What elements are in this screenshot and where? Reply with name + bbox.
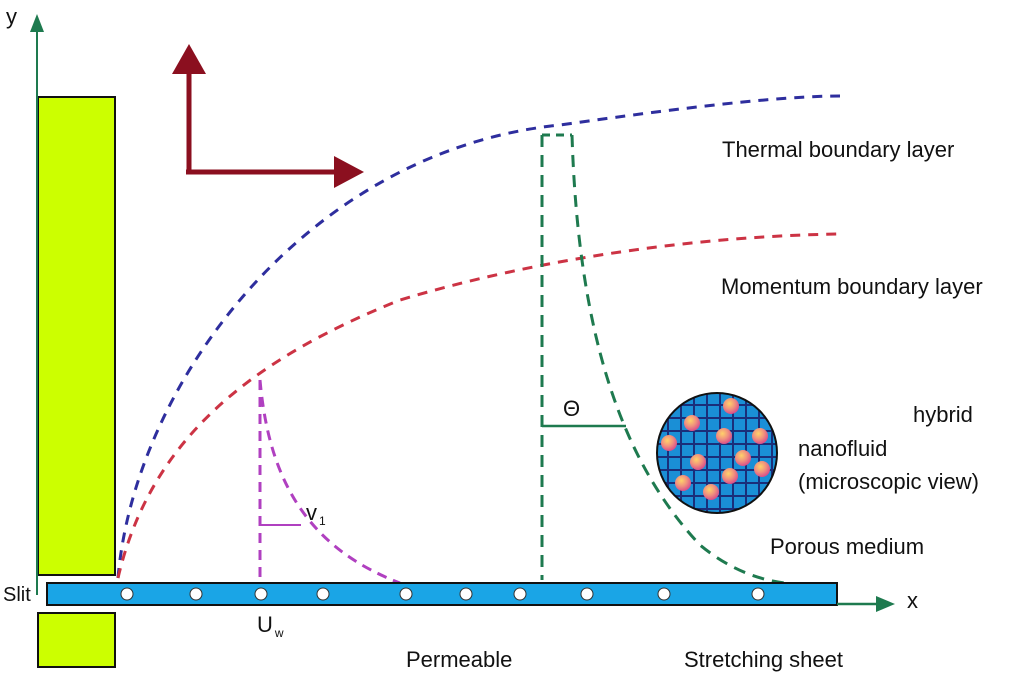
velocity-profile <box>258 379 401 585</box>
x-axis-label: x <box>907 588 918 613</box>
y-axis-arrowhead <box>30 14 44 32</box>
upper-wall-slab <box>37 96 116 576</box>
momentum-boundary-layer-label: Momentum boundary layer <box>721 274 983 299</box>
theta-label: Θ <box>563 396 580 421</box>
thermal-boundary-layer-label: Thermal boundary layer <box>722 137 954 162</box>
nanoparticles <box>661 398 770 500</box>
nanofluid-label: nanofluid <box>798 436 887 461</box>
stretching-sheet-label: Stretching sheet <box>684 647 843 672</box>
microscopic-view-label: (microscopic view) <box>798 469 979 494</box>
stretching-sheet <box>46 582 838 606</box>
hybrid-label: hybrid <box>913 402 973 427</box>
microscopic-view <box>656 392 778 514</box>
momentum-boundary-layer-curve <box>116 232 841 579</box>
permeable-label: Permeable <box>406 647 512 672</box>
temperature-profile <box>540 133 786 585</box>
thermal-boundary-layer-curve <box>116 94 841 579</box>
y-axis-label: y <box>6 4 17 29</box>
coordinate-arrows <box>172 44 364 188</box>
slit-label: Slit <box>3 584 31 606</box>
x-axis-arrowhead <box>876 596 895 612</box>
porous-medium-label: Porous medium <box>770 534 924 559</box>
lower-wall-slab <box>37 612 116 668</box>
sheet-pores <box>120 587 765 601</box>
